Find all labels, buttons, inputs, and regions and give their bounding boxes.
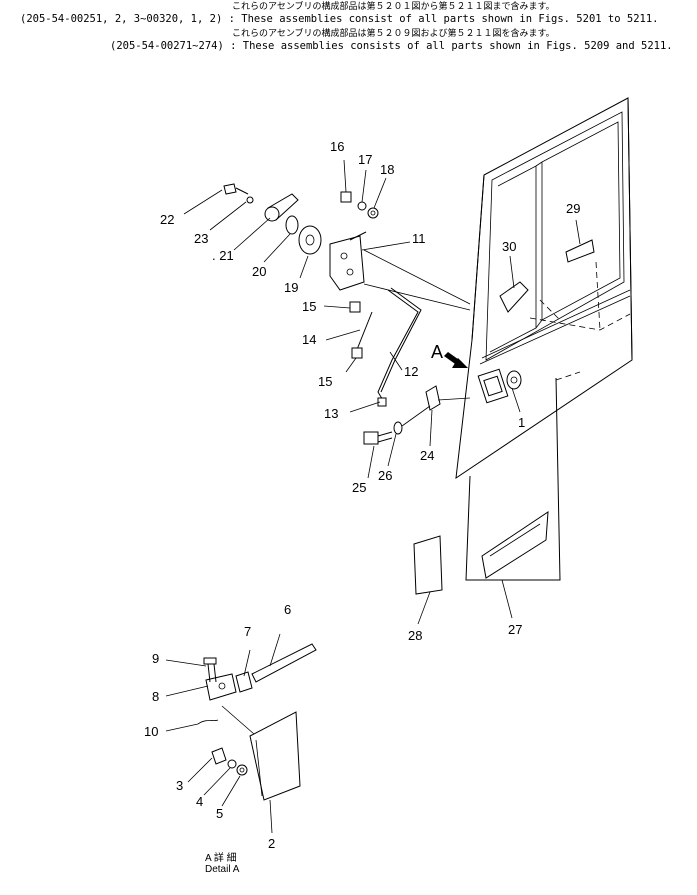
callout-24: 24 (420, 448, 434, 463)
callout-15-upper: 15 (302, 299, 316, 314)
callout-28: 28 (408, 628, 422, 643)
callout-26: 26 (378, 468, 392, 483)
callout-10: 10 (144, 724, 158, 739)
note-2-text: These assemblies consists of all parts s… (242, 40, 673, 52)
detail-a-label-jp: A 詳 細 (205, 853, 237, 864)
view-marker: A (431, 342, 443, 362)
lock-assembly (223, 183, 471, 445)
detail-a-label-en: Detail A (205, 864, 240, 875)
note-2-code: (205-54-00271~274) : (110, 40, 237, 52)
callout-29: 29 (566, 201, 580, 216)
note-1: (205-54-00251, 2, 3~00320, 1, 2) : These… (20, 13, 659, 25)
detail-a-label: A 詳 細 Detail A (205, 853, 239, 875)
callout-22: 22 (160, 212, 174, 227)
callout-9: 9 (152, 651, 159, 666)
callout-15-lower: 15 (318, 374, 332, 389)
callout-30: 30 (502, 239, 516, 254)
callout-11: 11 (412, 231, 426, 246)
door-panel (413, 97, 633, 595)
view-arrow-a: A (431, 342, 468, 368)
callout-6: 6 (284, 602, 291, 617)
callout-7: 7 (244, 624, 251, 639)
callout-5: 5 (216, 806, 223, 821)
callout-27: 27 (508, 622, 522, 637)
callout-14: 14 (302, 332, 316, 347)
callout-18: 18 (380, 162, 394, 177)
note-1-jp: これらのアセンブリの構成部品は第５２０１図から第５２１１図まで含みます。 (232, 2, 555, 12)
callout-2: 2 (268, 836, 275, 851)
callout-3: 3 (176, 778, 183, 793)
callout-21: . 21 (212, 248, 234, 263)
note-1-text: These assemblies consist of all parts sh… (241, 13, 659, 25)
callout-23: 23 (194, 231, 208, 246)
callout-19: 19 (284, 280, 298, 295)
callout-4: 4 (196, 794, 203, 809)
callout-12: 12 (404, 364, 418, 379)
detail-a-assembly (197, 643, 317, 801)
callout-20: 20 (252, 264, 266, 279)
callout-17: 17 (358, 152, 372, 167)
callout-16: 16 (330, 139, 344, 154)
callout-25: 25 (352, 480, 366, 495)
callout-8: 8 (152, 689, 159, 704)
note-2: (205-54-00271~274) : These assemblies co… (110, 40, 673, 52)
callout-13: 13 (324, 406, 338, 421)
callout-numbers: 1 2 3 4 5 6 7 8 9 10 11 12 13 14 15 15 1… (144, 139, 580, 851)
leader-lines (165, 159, 581, 834)
callout-1: 1 (518, 415, 525, 430)
note-1-code: (205-54-00251, 2, 3~00320, 1, 2) : (20, 13, 235, 25)
note-2-jp: これらのアセンブリの構成部品は第５２０９図および第５２１１図を含みます。 (232, 29, 555, 39)
